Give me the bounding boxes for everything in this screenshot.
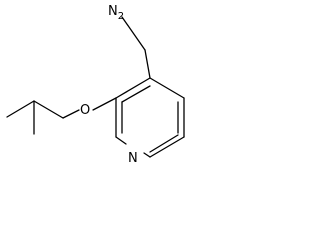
bond-c2c3 xyxy=(115,77,151,99)
amine-hydrogens: 2 xyxy=(118,11,124,22)
bond-c6-n-short xyxy=(143,152,151,158)
structure-canvas: N2 O N xyxy=(0,0,207,184)
amine-label: N2 xyxy=(108,4,124,22)
bond-c3-inner xyxy=(121,85,151,103)
molecule-drawing xyxy=(6,16,185,158)
bond-c5-c6 xyxy=(149,136,185,158)
bond-c3-ch2 xyxy=(144,49,151,79)
atom-labels: N2 O N xyxy=(80,4,138,166)
bond-ch2-ch xyxy=(33,100,64,119)
bond-c5-c6-inner xyxy=(149,134,179,153)
ether-oxygen-label: O xyxy=(80,103,90,118)
ring-nitrogen-label: N xyxy=(128,151,138,166)
bond-o-ch2 xyxy=(62,109,80,119)
bond-c2-o xyxy=(92,97,117,111)
bond-ch-ch3-a xyxy=(6,100,35,118)
bond-c3-c4 xyxy=(149,77,185,99)
amine-element: N xyxy=(108,4,118,19)
bond-ch2-n xyxy=(121,16,146,51)
bond-n-c2 xyxy=(115,136,127,145)
